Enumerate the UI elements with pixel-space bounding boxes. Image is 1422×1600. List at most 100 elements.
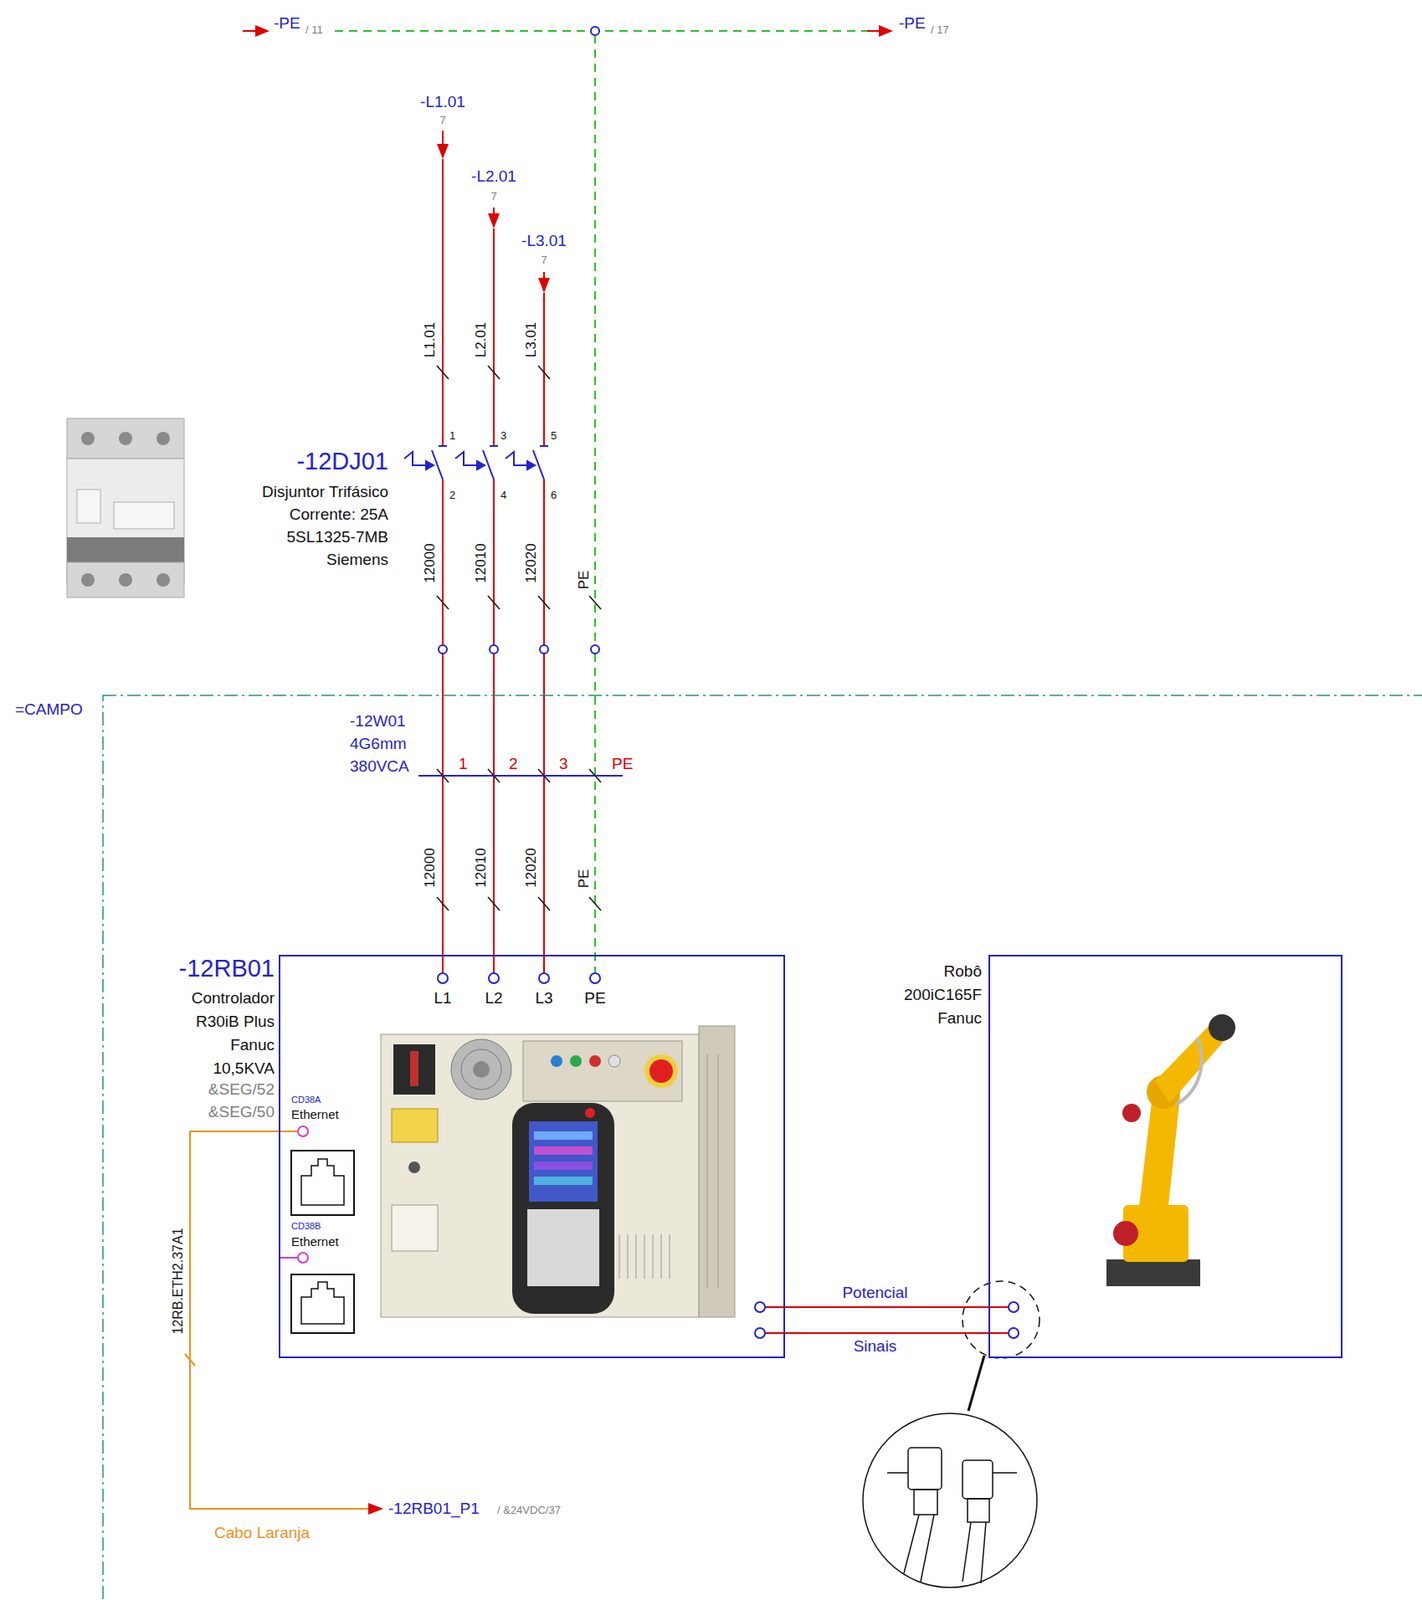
port-point xyxy=(280,1257,298,1259)
phase-wire xyxy=(492,479,495,646)
wire-number: 12000 xyxy=(421,847,439,888)
cable-tag: 12RB.ETH2.37A1 xyxy=(169,1227,186,1335)
breaker-symbol xyxy=(539,445,549,447)
wire-tick xyxy=(538,595,550,610)
detail-callout xyxy=(913,1489,938,1515)
off-page-arrow xyxy=(492,207,495,215)
cross-reference: &SEG/52 xyxy=(208,1080,275,1100)
ethernet-port xyxy=(301,1159,344,1206)
wire-number: PE xyxy=(575,570,593,591)
robot-cable-end xyxy=(764,1306,786,1309)
robot-picture xyxy=(1106,1259,1201,1287)
wire-number: 12010 xyxy=(472,847,490,888)
breaker-picture xyxy=(118,431,133,446)
controller-picture xyxy=(649,1059,673,1084)
ethernet-cable xyxy=(184,1131,384,1515)
terminal-point xyxy=(590,973,601,984)
breaker-symbol xyxy=(404,446,549,480)
pin-number: 2 xyxy=(449,488,456,503)
detail-callout xyxy=(967,1499,990,1523)
wire-tick xyxy=(589,897,601,911)
breaker-picture xyxy=(113,502,175,529)
terminal-name: PE xyxy=(584,989,606,1009)
robot-cable-end xyxy=(754,1302,765,1313)
off-page-arrow xyxy=(242,25,894,293)
device-description: Robô 200iC165F Fanuc xyxy=(898,959,982,1031)
breaker-symbol xyxy=(404,451,428,466)
robot-cable-end xyxy=(754,1328,765,1339)
pe-conductor xyxy=(334,30,876,974)
wire-tick xyxy=(487,595,500,610)
signal-name: -L2.01 xyxy=(471,167,517,187)
detail-callout xyxy=(862,1413,1037,1588)
connector-label: Sinais xyxy=(851,1337,900,1357)
connector-label: Potencial xyxy=(839,1283,910,1304)
page-reference: / 17 xyxy=(930,23,950,37)
pe-conductor xyxy=(594,653,596,974)
robot-picture xyxy=(1113,1221,1139,1247)
wire-number: 12020 xyxy=(523,543,540,583)
ethernet-port xyxy=(291,1150,355,1216)
wire-tick xyxy=(436,595,449,610)
wire-tick xyxy=(538,365,550,380)
phase-wire xyxy=(543,653,545,974)
cross-reference: &SEG/50 xyxy=(208,1103,275,1123)
detail-callout xyxy=(903,1514,935,1582)
pin-number: 6 xyxy=(550,488,557,503)
signal-name: -L3.01 xyxy=(521,231,567,252)
signal-name: -PE xyxy=(898,14,926,34)
terminal-point xyxy=(539,645,549,654)
controller-picture xyxy=(451,1039,512,1100)
pin-number: 1 xyxy=(449,429,456,443)
robot-cable-end xyxy=(764,1332,786,1335)
controller-picture xyxy=(533,1146,593,1156)
controller-box: -12RB01Controlador R30iB Plus Fanuc 10,5… xyxy=(278,954,786,1359)
off-page-arrow xyxy=(867,30,879,32)
controller-picture xyxy=(472,1061,490,1079)
controller-picture xyxy=(408,1161,421,1174)
detail-callout xyxy=(962,1522,986,1584)
breaker-symbol xyxy=(438,445,447,447)
ethernet-port xyxy=(291,1150,355,1334)
controller-picture xyxy=(393,1044,436,1095)
breaker-picture xyxy=(156,573,170,587)
page-reference: 7 xyxy=(490,189,497,204)
device-description: Controlador R30iB Plus Fanuc 10,5KVA xyxy=(180,986,275,1081)
breaker-picture xyxy=(81,431,95,446)
pe-conductor xyxy=(594,35,596,646)
terminal-point xyxy=(438,645,447,654)
cable-bar xyxy=(418,775,623,777)
breaker-picture xyxy=(66,562,185,598)
terminal-point xyxy=(539,973,550,984)
robot-cable-end xyxy=(1008,1302,1019,1313)
robot-picture xyxy=(1208,1014,1236,1042)
detail-callout xyxy=(862,1281,1040,1588)
wire-number: L1.01 xyxy=(421,322,439,359)
controller-picture xyxy=(608,1055,621,1068)
core-number: 1 xyxy=(458,754,468,775)
wire-tick xyxy=(436,897,449,911)
breaker-symbol xyxy=(489,445,498,447)
detail-callout xyxy=(968,1355,985,1412)
ethernet-cable xyxy=(184,1354,196,1366)
device-description: Disjuntor Trifásico Corrente: 25A 5SL132… xyxy=(237,480,389,571)
device-tag: -12RB01 xyxy=(179,954,275,983)
phase-wire xyxy=(492,228,495,447)
controller-picture xyxy=(661,1234,663,1279)
terminal-point xyxy=(590,645,600,654)
controller-picture xyxy=(527,1209,600,1287)
ethernet-port xyxy=(291,1274,355,1334)
ethernet-port xyxy=(301,1282,344,1325)
controller-picture xyxy=(569,1055,582,1068)
robot-box: Robô 200iC165F Fanuc xyxy=(988,954,1343,1359)
controller-picture xyxy=(523,1041,683,1102)
off-page-arrow xyxy=(538,277,550,293)
controller-picture xyxy=(707,1054,709,1289)
terminal-point xyxy=(590,26,600,36)
off-page-arrow xyxy=(242,30,256,32)
signal-name: -12RB01_P1 xyxy=(388,1499,480,1520)
breaker-picture xyxy=(66,537,185,563)
terminal-point xyxy=(489,645,498,654)
port-name: CD38B xyxy=(291,1221,321,1233)
